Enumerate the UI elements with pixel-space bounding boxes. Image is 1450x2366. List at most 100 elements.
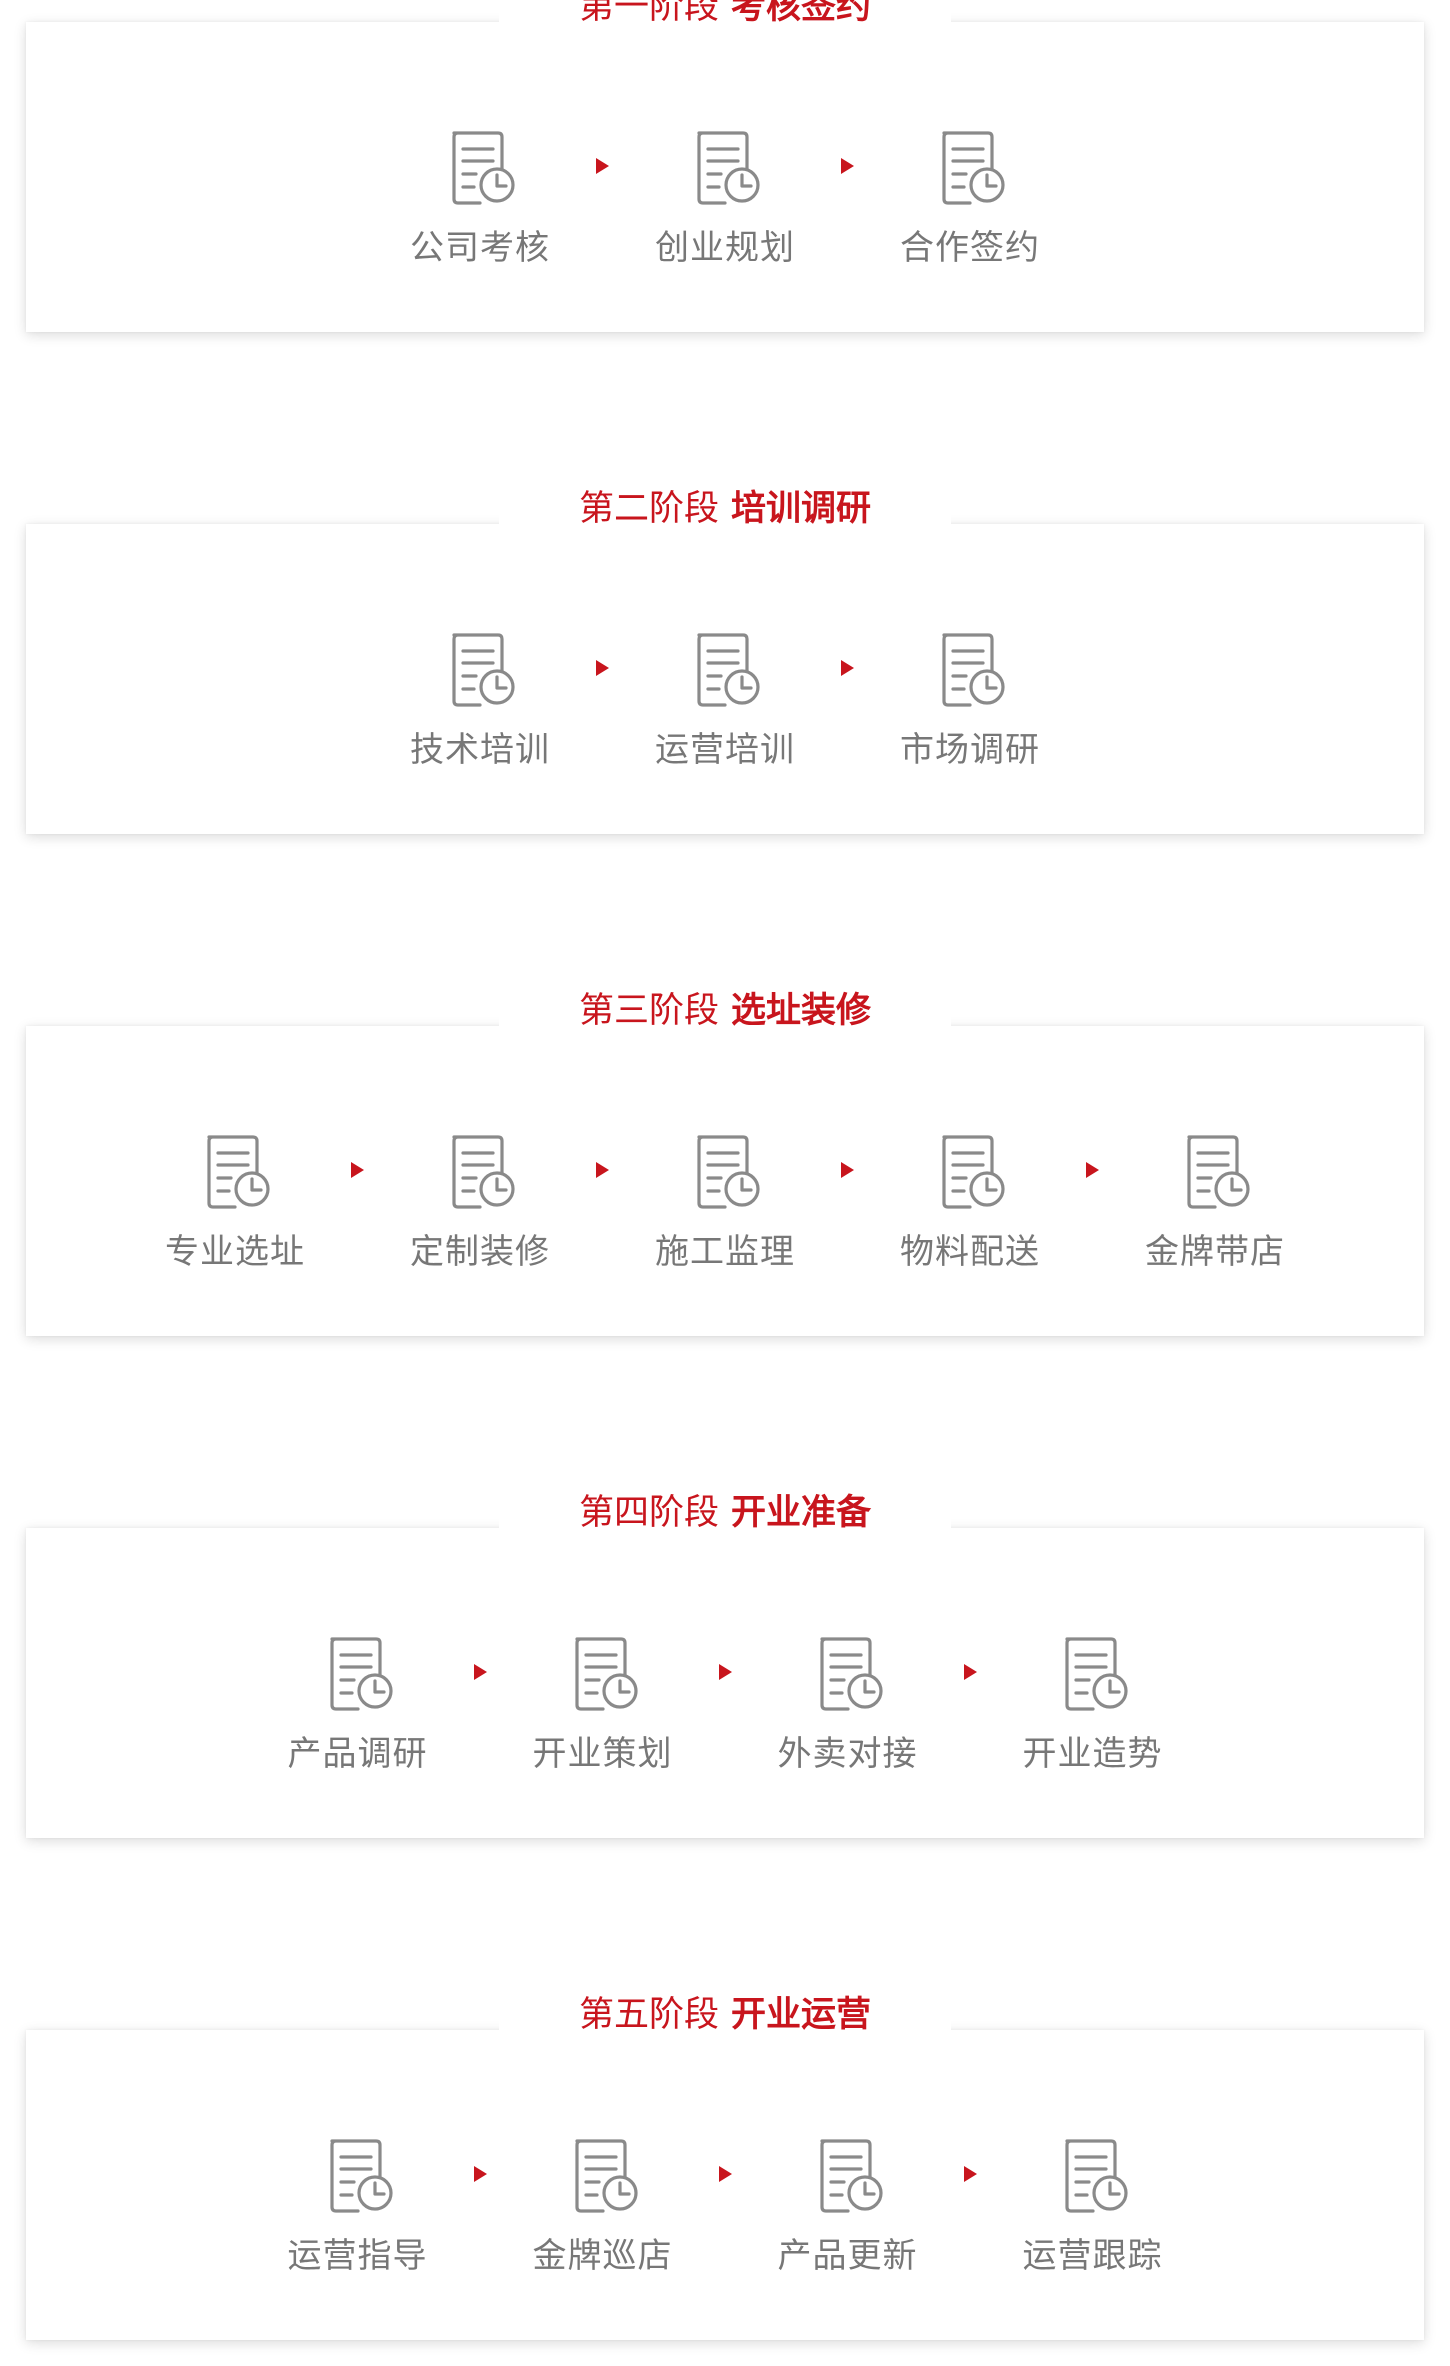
arrow-triangle — [473, 2166, 487, 2182]
document-clock-icon — [930, 128, 1010, 208]
arrow-triangle — [473, 1664, 487, 1680]
document-clock-icon — [440, 128, 520, 208]
document-clock-icon — [808, 1634, 888, 1714]
step-list: 产品调研 开业策划 外卖对接 开业造势 — [26, 1634, 1424, 1775]
arrow-icon — [688, 2136, 763, 2182]
stage-name: 考核签约 — [731, 0, 872, 27]
step-label: 开业策划 — [532, 1734, 673, 1774]
document-clock-icon — [685, 128, 765, 208]
step-item: 合作签约 — [885, 128, 1055, 269]
document-clock-icon — [440, 630, 520, 710]
arrow-triangle — [841, 1162, 854, 1178]
document-clock-icon — [685, 630, 765, 710]
stage-prefix: 第三阶段 — [578, 991, 719, 1031]
document-clock-icon — [195, 1132, 275, 1212]
step-item: 专业选址 — [150, 1132, 320, 1273]
step-label: 专业选址 — [165, 1232, 305, 1272]
arrow-triangle — [351, 1162, 364, 1178]
document-clock-icon — [808, 2136, 888, 2216]
document-clock-icon — [563, 1634, 643, 1714]
arrow-triangle — [963, 2166, 977, 2182]
step-list: 专业选址 定制装修 施工监理物料配送 金牌带店 — [26, 1132, 1424, 1273]
stage-title: 第一阶段考核签约 — [499, 0, 951, 37]
document-clock-icon — [1175, 1132, 1255, 1212]
arrow-icon — [933, 1634, 1008, 1680]
step-item: 运营指导 — [273, 2136, 443, 2277]
document-clock-icon — [318, 1634, 398, 1714]
document-clock-icon — [563, 2136, 643, 2216]
stage-name: 选址装修 — [731, 991, 872, 1031]
step-item: 公司考核 — [395, 128, 565, 269]
step-label: 公司考核 — [410, 228, 550, 268]
arrow-icon — [443, 1634, 518, 1680]
arrow-icon — [688, 1634, 763, 1680]
step-item: 技术培训 — [395, 630, 565, 771]
document-clock-icon — [1053, 1634, 1133, 1714]
step-item: 开业策划 — [518, 1634, 688, 1775]
step-list: 公司考核 创业规划 合作签约 — [26, 128, 1424, 269]
arrow-triangle — [963, 1664, 977, 1680]
stage-title: 第二阶段培训调研 — [499, 479, 951, 539]
stage-title: 第三阶段选址装修 — [499, 981, 951, 1041]
stage-prefix: 第四阶段 — [578, 1493, 719, 1533]
arrow-triangle — [718, 2166, 732, 2182]
document-clock-icon — [930, 1132, 1010, 1212]
stage-card: 第五阶段开业运营运营指导 金牌巡店 产品更新 运营跟踪 — [26, 1985, 1424, 2340]
step-label: 产品更新 — [777, 2236, 918, 2276]
step-item: 运营培训 — [640, 630, 810, 771]
arrow-triangle — [596, 158, 609, 174]
stage-prefix: 第五阶段 — [578, 1995, 719, 2035]
arrow-icon — [933, 2136, 1008, 2182]
step-label: 合作签约 — [900, 228, 1040, 268]
step-item: 施工监理 — [640, 1132, 810, 1273]
step-label: 外卖对接 — [777, 1734, 918, 1774]
stage-card: 第一阶段考核签约公司考核 创业规划 合作签约 — [26, 0, 1424, 332]
step-label: 运营指导 — [287, 2236, 428, 2276]
arrow-triangle — [1086, 1162, 1099, 1178]
arrow-icon — [565, 1132, 640, 1178]
step-label: 定制装修 — [410, 1232, 550, 1272]
step-label: 开业造势 — [1022, 1734, 1163, 1774]
stage-name: 培训调研 — [731, 489, 872, 529]
document-clock-icon — [685, 1132, 765, 1212]
arrow-triangle — [718, 1664, 732, 1680]
step-label: 技术培训 — [410, 730, 550, 770]
step-list: 技术培训 运营培训 市场调研 — [26, 630, 1424, 771]
step-label: 金牌带店 — [1145, 1232, 1285, 1272]
step-label: 创业规划 — [655, 228, 795, 268]
step-label: 产品调研 — [287, 1734, 428, 1774]
step-item: 创业规划 — [640, 128, 810, 269]
document-clock-icon — [930, 630, 1010, 710]
step-label: 运营培训 — [655, 730, 795, 770]
arrow-icon — [565, 128, 640, 174]
stage-name: 开业运营 — [731, 1995, 872, 2035]
arrow-icon — [565, 630, 640, 676]
arrow-triangle — [596, 660, 609, 676]
step-label: 金牌巡店 — [532, 2236, 673, 2276]
arrow-icon — [810, 630, 885, 676]
arrow-icon — [810, 1132, 885, 1178]
arrow-triangle — [596, 1162, 609, 1178]
step-list: 运营指导 金牌巡店 产品更新 运营跟踪 — [26, 2136, 1424, 2277]
step-item: 运营跟踪 — [1008, 2136, 1178, 2277]
step-label: 市场调研 — [900, 730, 1040, 770]
arrow-icon — [443, 2136, 518, 2182]
stage-prefix: 第二阶段 — [578, 489, 719, 529]
arrow-icon — [810, 128, 885, 174]
step-item: 金牌巡店 — [518, 2136, 688, 2277]
arrow-triangle — [841, 660, 854, 676]
step-label: 运营跟踪 — [1022, 2236, 1163, 2276]
document-clock-icon — [318, 2136, 398, 2216]
stage-name: 开业准备 — [731, 1493, 872, 1533]
step-item: 定制装修 — [395, 1132, 565, 1273]
arrow-icon — [1055, 1132, 1130, 1178]
step-item: 金牌带店 — [1130, 1132, 1300, 1273]
stage-card: 第四阶段开业准备产品调研 开业策划 外卖对接 开业造势 — [26, 1483, 1424, 1838]
step-item: 开业造势 — [1008, 1634, 1178, 1775]
step-label: 物料配送 — [900, 1232, 1040, 1272]
step-item: 产品更新 — [763, 2136, 933, 2277]
arrow-icon — [320, 1132, 395, 1178]
document-clock-icon — [1053, 2136, 1133, 2216]
stage-card: 第二阶段培训调研技术培训 运营培训 市场调研 — [26, 479, 1424, 834]
stage-prefix: 第一阶段 — [578, 0, 719, 27]
